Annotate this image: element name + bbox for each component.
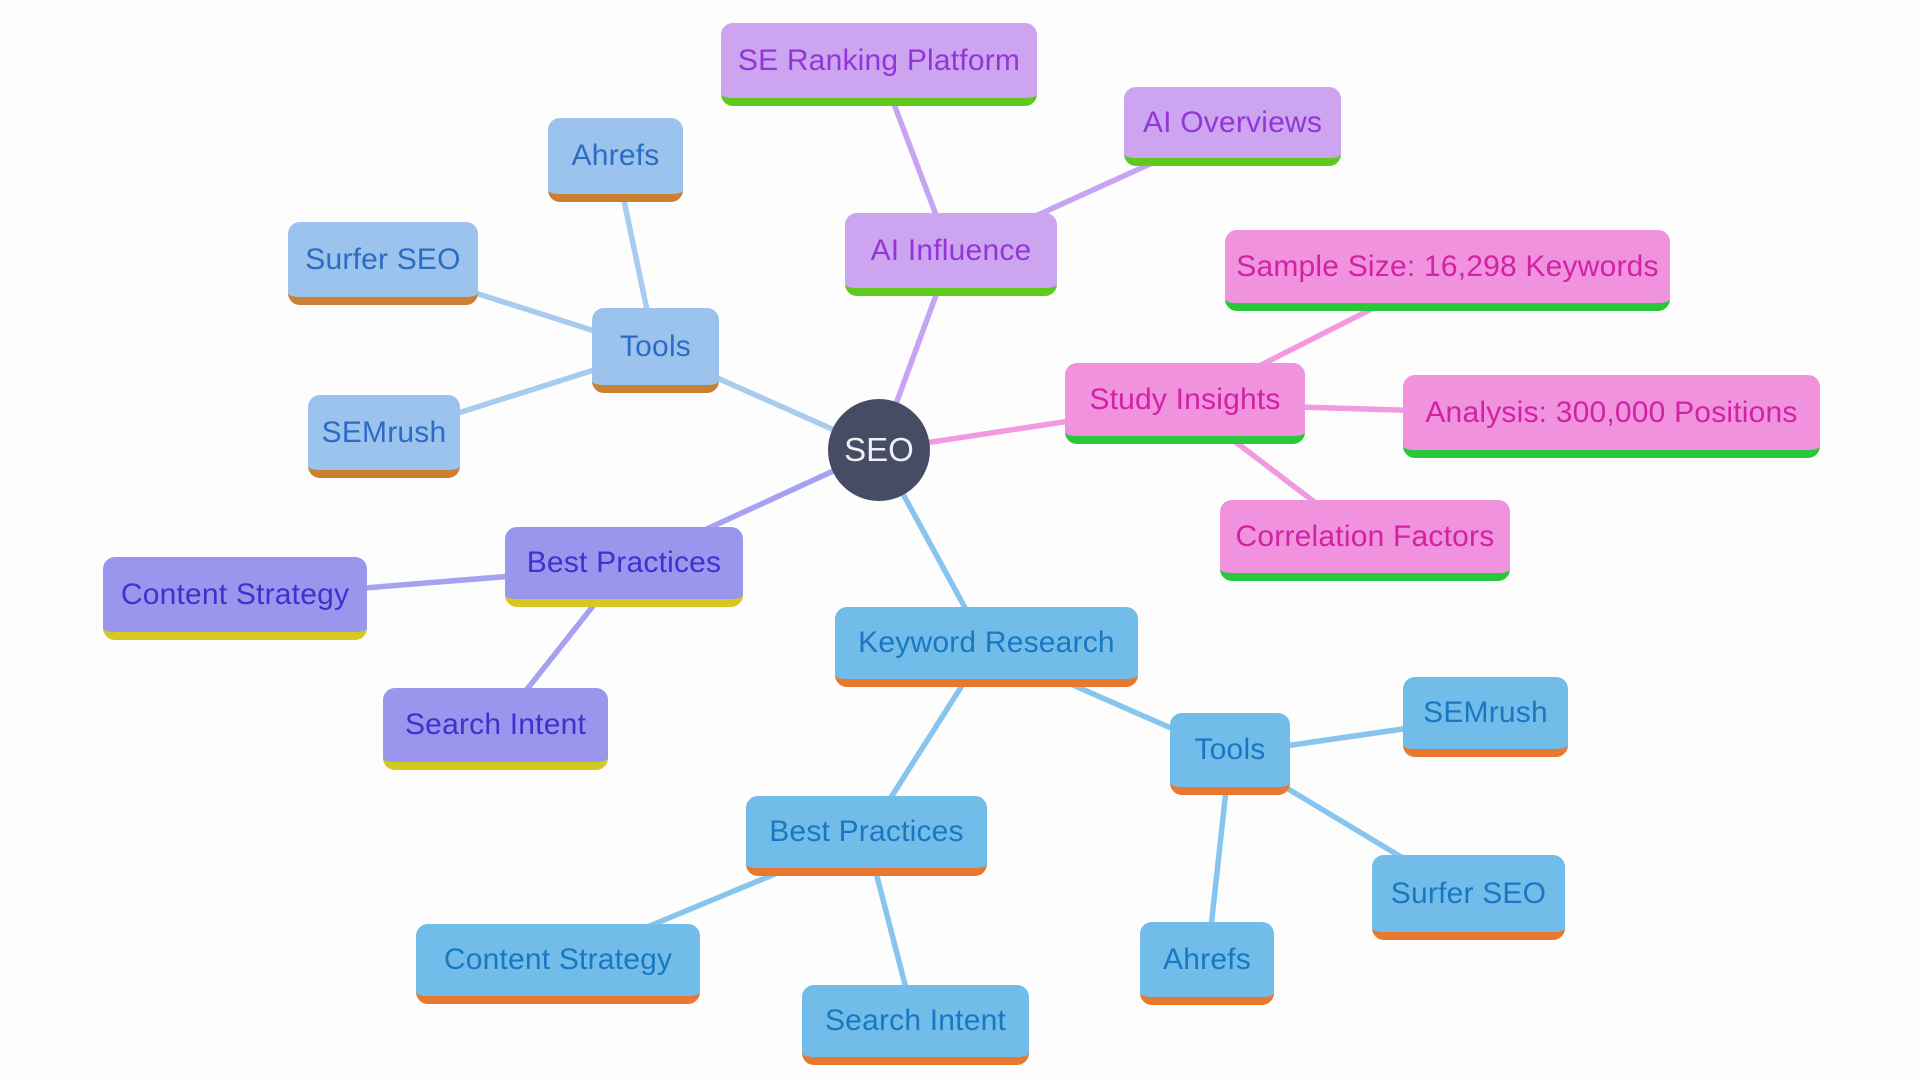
mindmap-node-ai-influence[interactable]: AI Influence bbox=[845, 213, 1057, 296]
node-label: Tools bbox=[1194, 733, 1266, 766]
mindmap-node-seo[interactable]: SEO bbox=[828, 399, 930, 501]
node-label: Search Intent bbox=[824, 1004, 1007, 1037]
mindmap-node-content-strategy-bottom[interactable]: Content Strategy bbox=[416, 924, 700, 1004]
node-label: Best Practices bbox=[769, 815, 964, 848]
node-label: Correlation Factors bbox=[1235, 519, 1495, 553]
mindmap-node-best-practices-left[interactable]: Best Practices bbox=[505, 527, 743, 607]
node-label: Surfer SEO bbox=[305, 242, 461, 276]
mindmap-node-analysis[interactable]: Analysis: 300,000 Positions bbox=[1403, 375, 1820, 458]
node-label: Content Strategy bbox=[443, 943, 673, 976]
mindmap-node-tools-top[interactable]: Tools bbox=[592, 308, 719, 393]
node-label: Search Intent bbox=[404, 708, 587, 741]
node-label: Ahrefs bbox=[1163, 942, 1251, 976]
node-label: Content Strategy bbox=[120, 577, 350, 611]
mindmap-node-se-ranking-platform[interactable]: SE Ranking Platform bbox=[721, 23, 1037, 106]
mindmap-node-ahrefs-bottom[interactable]: Ahrefs bbox=[1140, 922, 1274, 1005]
mindmap-node-tools-bottom[interactable]: Tools bbox=[1170, 713, 1290, 795]
node-label: SEMrush bbox=[321, 415, 447, 449]
mindmap-node-surfer-seo-bottom[interactable]: Surfer SEO bbox=[1372, 855, 1565, 940]
node-label: Ahrefs bbox=[571, 139, 660, 172]
mindmap-node-study-insights[interactable]: Study Insights bbox=[1065, 363, 1305, 444]
node-label: SE Ranking Platform bbox=[737, 43, 1021, 77]
mindmap-node-search-intent-bottom[interactable]: Search Intent bbox=[802, 985, 1029, 1065]
mindmap-node-keyword-research[interactable]: Keyword Research bbox=[835, 607, 1138, 687]
mindmap-node-content-strategy-left[interactable]: Content Strategy bbox=[103, 557, 367, 640]
node-label: Tools bbox=[619, 329, 692, 363]
mindmap-node-ahrefs-top[interactable]: Ahrefs bbox=[548, 118, 683, 202]
mindmap-node-ai-overviews[interactable]: AI Overviews bbox=[1124, 87, 1341, 166]
node-label: Study Insights bbox=[1089, 382, 1281, 416]
mindmap-node-surfer-seo-left[interactable]: Surfer SEO bbox=[288, 222, 478, 305]
mindmap-node-best-practices-bottom[interactable]: Best Practices bbox=[746, 796, 987, 876]
node-label: Sample Size: 16,298 Keywords bbox=[1236, 249, 1659, 283]
node-label: AI Overviews bbox=[1142, 105, 1323, 139]
node-label: Surfer SEO bbox=[1390, 876, 1547, 910]
node-label: Analysis: 300,000 Positions bbox=[1425, 395, 1798, 429]
mindmap-node-sample-size[interactable]: Sample Size: 16,298 Keywords bbox=[1225, 230, 1670, 311]
node-label: SEMrush bbox=[1423, 696, 1548, 729]
center-node-label: SEO bbox=[844, 431, 914, 468]
mindmap-node-semrush-left[interactable]: SEMrush bbox=[308, 395, 460, 478]
mindmap-node-correlation-factors[interactable]: Correlation Factors bbox=[1220, 500, 1510, 581]
mindmap-node-semrush-bottom[interactable]: SEMrush bbox=[1403, 677, 1568, 757]
mindmap-node-search-intent-left[interactable]: Search Intent bbox=[383, 688, 608, 770]
node-label: AI Influence bbox=[870, 233, 1032, 267]
node-label: Best Practices bbox=[526, 546, 722, 579]
node-label: Keyword Research bbox=[858, 626, 1115, 659]
